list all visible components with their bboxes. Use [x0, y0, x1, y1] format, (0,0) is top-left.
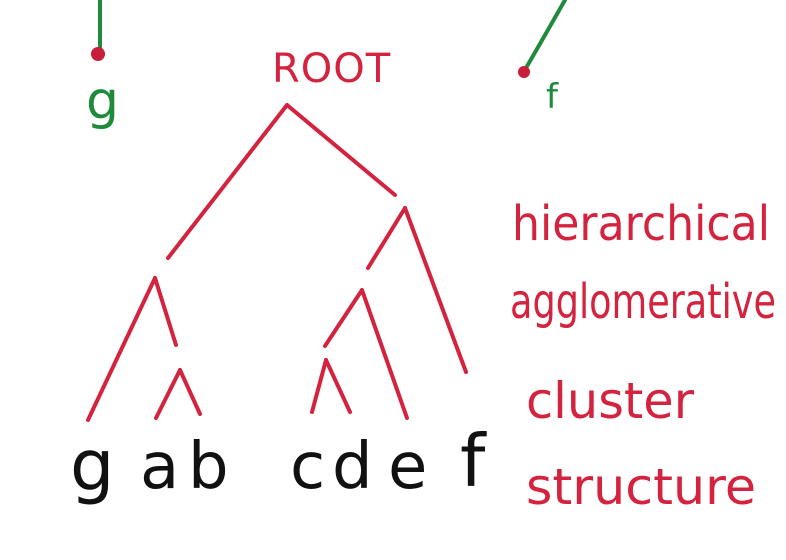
leaf-e: e	[388, 430, 427, 504]
left-node-branch-left	[86, 276, 157, 422]
leaf-c: c	[290, 430, 325, 504]
side-text-structure: structure	[526, 458, 756, 516]
right-node-branch-right	[403, 206, 468, 374]
leaf-labels: g a b c d e f	[70, 419, 487, 507]
green-label-f: f	[546, 77, 559, 117]
leaf-a: a	[140, 430, 179, 504]
ab-branch-right	[178, 368, 202, 416]
green-stroke-right	[524, 0, 567, 70]
left-node-branch-right	[153, 276, 178, 347]
leaf-g: g	[70, 425, 114, 507]
side-annotation: hierarchical agglomerative cluster struc…	[510, 196, 776, 516]
leaf-f: f	[460, 419, 487, 503]
red-dot-right	[518, 66, 530, 78]
side-text-hierarchical: hierarchical	[512, 196, 770, 252]
dendrogram-tree	[86, 103, 468, 422]
green-label-g: g	[86, 71, 119, 131]
root-label: ROOT	[272, 46, 391, 92]
right-node-branch-left	[366, 206, 407, 270]
leaf-d: d	[332, 430, 373, 504]
cde-node-branch-left	[323, 288, 364, 348]
red-dot-left	[91, 47, 105, 61]
ab-branch-left	[154, 368, 182, 420]
root-branch-left	[166, 103, 289, 260]
side-text-agglomerative: agglomerative	[510, 274, 776, 330]
cd-branch-left	[310, 358, 328, 414]
cde-node-branch-right	[360, 288, 409, 420]
root-branch-right	[285, 103, 397, 197]
side-text-cluster: cluster	[526, 372, 694, 430]
leaf-b: b	[188, 430, 229, 504]
cd-branch-right	[324, 358, 352, 414]
